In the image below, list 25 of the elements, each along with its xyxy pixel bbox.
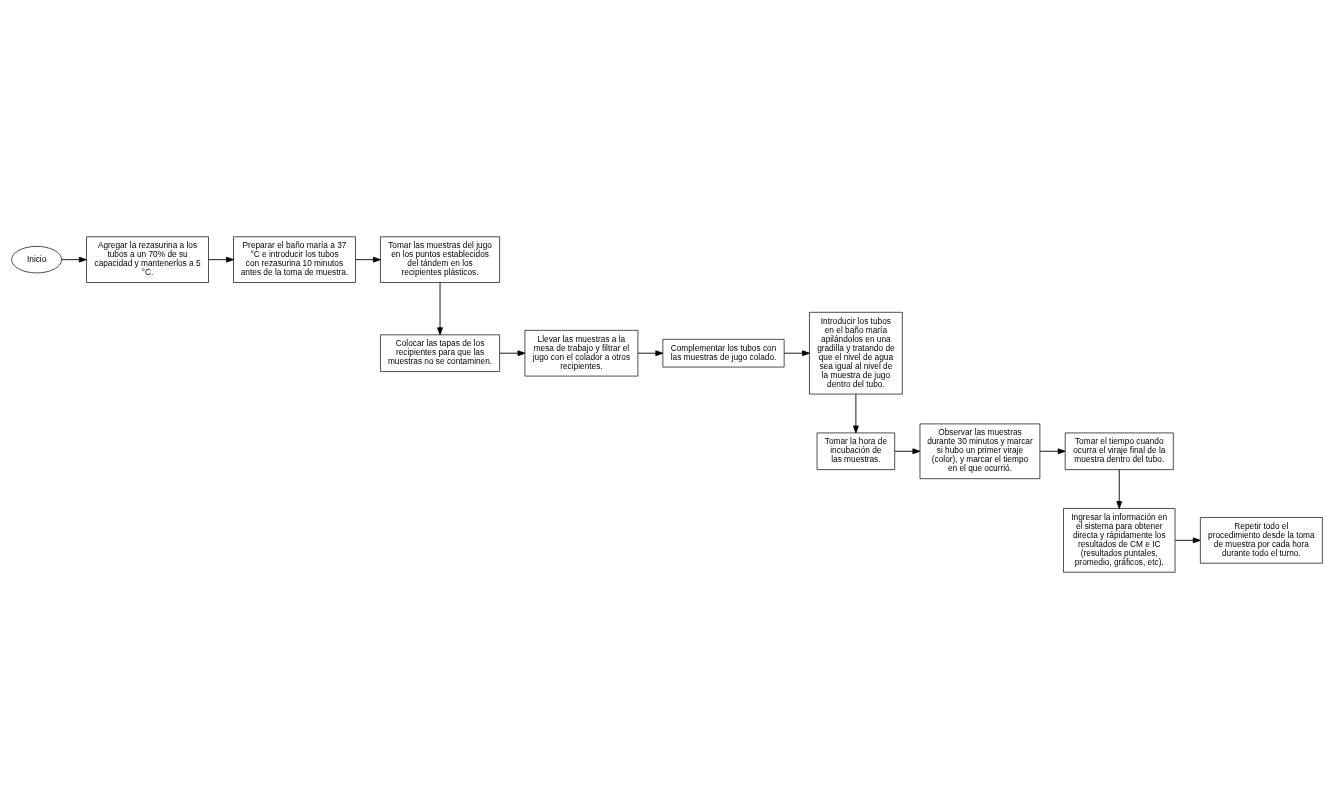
arrow: [437, 281, 443, 335]
node-box: Agregar la rezasurina a los tubos a un 70% de su capacidad y mantenerlos a 5 °C.: [86, 235, 209, 283]
arrow: [1039, 447, 1066, 454]
arrow: [783, 349, 810, 356]
arrow: [499, 349, 526, 356]
node-box: Introducir los tubos en el baño maría apilándolos en una gradilla y tratando de que el nivel de agua sea igual al nivel de la muestra de jugo dentro del tubo.: [809, 311, 903, 394]
arrow: [208, 256, 234, 262]
node-box: Llevar las muestras a la mesa de trabajo y filtrar el jugo con el colador a otros recipientes.: [524, 329, 639, 376]
arrow: [61, 256, 87, 262]
node-box: Tomar el tiempo cuando ocurra el viraje final de la muestra dentro del tubo.: [1064, 432, 1174, 470]
node-box: Repetir todo el procedimiento desde la toma de muestra por cada hora durante todo el turno.: [1200, 516, 1323, 564]
arrow: [355, 256, 381, 262]
node-box: Complementar los tubos con las muestras de jugo colado.: [662, 338, 785, 367]
node-box: Tomar la hora de incubación de las muestras.: [816, 432, 896, 470]
node-box: Colocar las tapas de los recipientes para que las muestras no se contaminen.: [380, 334, 500, 372]
node-ellipse: Inicio: [11, 245, 63, 273]
node-box: Observar las muestras durante 30 minutos y marcar si hubo un primer viraje (color), y marcar el tiempo en el que ocurrió.: [919, 423, 1041, 479]
node-box: Preparar el baño maría a 37 °C e introducir los tubos con rezasurina 10 minutos antes de la toma de muestra.: [233, 235, 356, 283]
arrow: [894, 447, 921, 454]
node-box: Ingresar la información en el sistema para obtener directa y rápidamente los resultados de CM e IC (resultados puntales, promedio, gráficos, etc).: [1063, 507, 1176, 573]
node-box: Tomar las muestras del jugo en los puntos establecidos del tándem en los recipientes plásticos.: [380, 235, 500, 283]
arrow: [637, 349, 664, 356]
arrow: [1116, 468, 1123, 509]
arrow: [1174, 536, 1201, 543]
arrow: [853, 393, 859, 433]
